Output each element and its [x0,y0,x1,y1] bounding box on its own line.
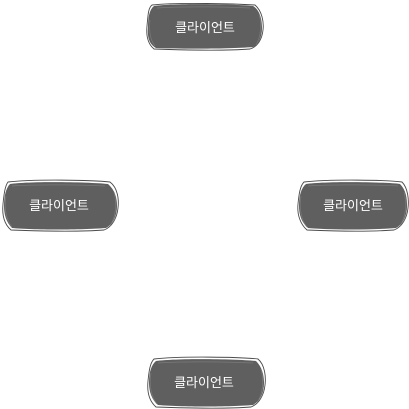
client-node-bottom-label: 클라이언트 [174,376,234,391]
client-node-right-label: 클라이언트 [323,199,383,214]
client-node-left-label: 클라이언트 [29,199,89,214]
client-node-top[interactable]: 클라이언트 [146,2,264,51]
client-node-bottom[interactable]: 클라이언트 [147,356,266,409]
client-node-top-label: 클라이언트 [175,21,235,36]
client-node-left[interactable]: 클라이언트 [2,179,119,232]
client-node-right[interactable]: 클라이언트 [297,179,409,232]
